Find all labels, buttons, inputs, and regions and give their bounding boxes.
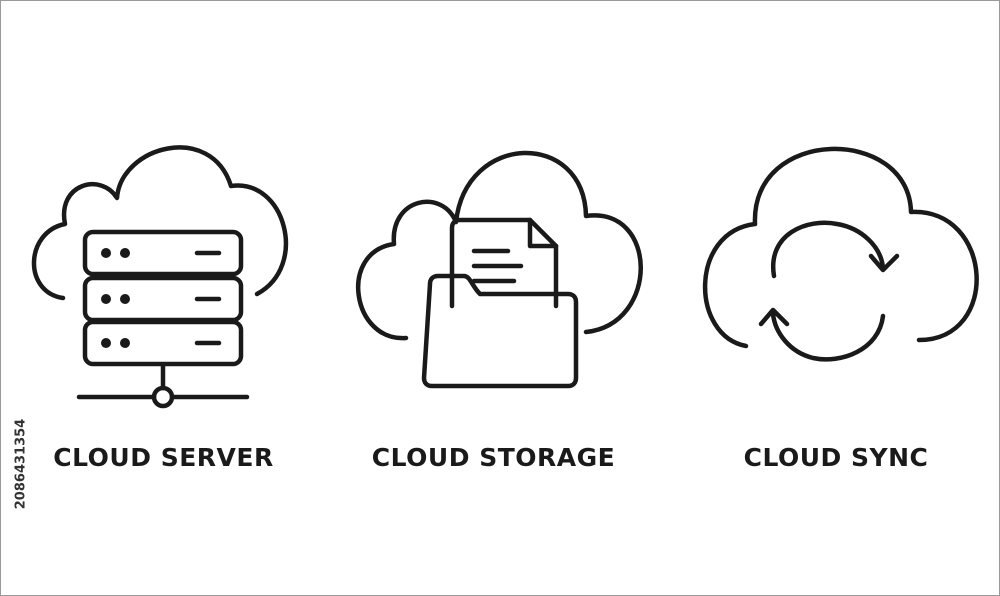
- stock-id-watermark: 2086431354: [11, 351, 31, 576]
- cloud-storage-label: CLOUD STORAGE: [371, 443, 616, 472]
- cloud-sync-label: CLOUD SYNC: [743, 443, 929, 472]
- cloud-server-icon: [31, 145, 289, 409]
- stock-id-text: 2086431354: [13, 418, 29, 509]
- cloud-server-label: CLOUD SERVER: [53, 443, 274, 472]
- cloud-sync-icon: [702, 146, 979, 362]
- cloud-storage-icon: [356, 150, 643, 389]
